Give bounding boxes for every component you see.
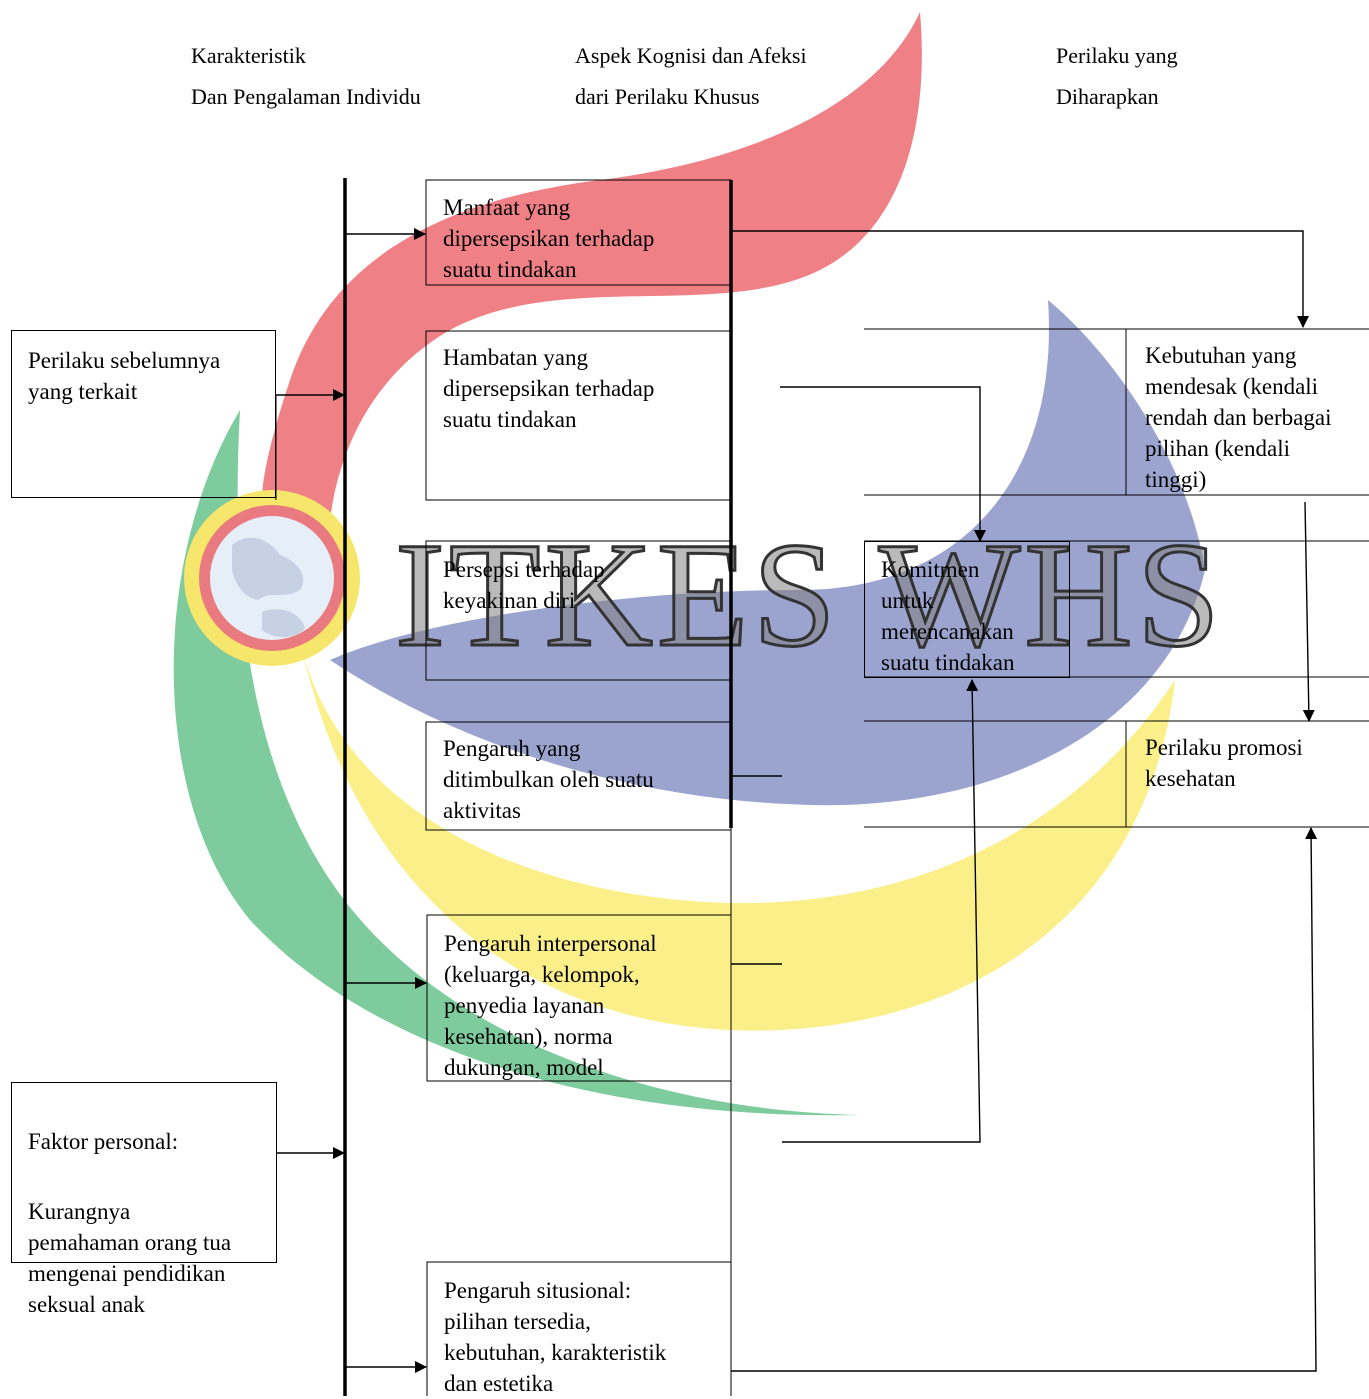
header-cognition-affect: Aspek Kognisi dan Afeksi dari Perilaku K… — [575, 43, 807, 109]
arrow-barriers-to-commitment — [780, 386, 986, 542]
box-perceived-barriers: Hambatan yang dipersepsikan terhadap sua… — [443, 345, 655, 432]
header-expected-behavior: Perilaku yang Diharapkan — [1056, 43, 1178, 109]
personal-factors-body: Kurangnya pemahaman orang tua mengenai p… — [28, 1199, 232, 1317]
globe-icon — [184, 490, 360, 666]
box-self-efficacy: Persepsi terhadap keyakinan diri — [443, 557, 605, 613]
arrow-demands-to-health — [1302, 501, 1315, 722]
box-health-promotion: Perilaku promosi kesehatan — [1145, 735, 1303, 791]
arrow-benefits-to-demands — [731, 230, 1309, 328]
box-commitment: Komitmen untuk merencanakan suatu tindak… — [864, 541, 1070, 678]
arrow-to-commitment — [782, 679, 981, 1143]
box-activity-affect: Pengaruh yang ditimbulkan oleh suatu akt… — [443, 736, 654, 823]
box-personal-factors: Faktor personal: Kurangnya pemahaman ora… — [11, 1082, 277, 1317]
blue-swoosh — [330, 300, 1205, 806]
header-individual-characteristics: Karakteristik Dan Pengalaman Individu — [191, 43, 421, 109]
yellow-swoosh — [300, 640, 1175, 1031]
box-competing-demands: Kebutuhan yang mendesak (kendali rendah … — [1145, 343, 1332, 492]
box-situational: Pengaruh situsional: pilihan tersedia, k… — [444, 1278, 667, 1396]
box-interpersonal: Pengaruh interpersonal (keluarga, kelomp… — [444, 931, 657, 1080]
personal-factors-title: Faktor personal: — [28, 1129, 179, 1154]
red-swoosh — [262, 12, 922, 520]
box-prior-behavior: Perilaku sebelumnya yang terkait — [11, 330, 276, 498]
arrow-situational-to-health — [731, 827, 1318, 1372]
watermark-text: ITKES WHS — [393, 512, 1225, 678]
box-perceived-benefits: Manfaat yang dipersepsikan terhadap suat… — [443, 195, 655, 282]
